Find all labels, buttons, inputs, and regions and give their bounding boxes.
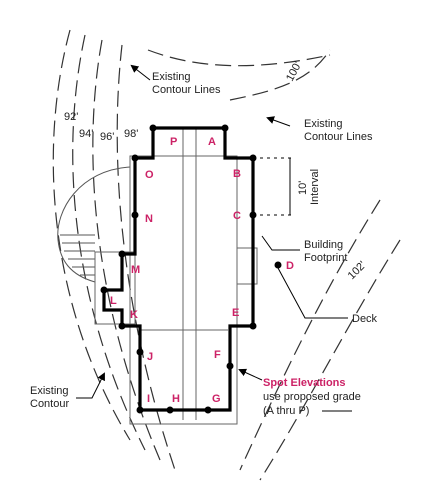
contour-top-arc xyxy=(147,49,331,67)
label-E: E xyxy=(232,307,239,319)
callout-existing-contour-bottom: Existing Contour xyxy=(30,372,105,410)
contour-right-arc xyxy=(239,199,381,471)
dot-O xyxy=(131,154,139,162)
dot-E xyxy=(249,322,257,330)
dot-H xyxy=(166,406,174,414)
elev-98: 98' xyxy=(124,128,138,140)
contour-98 xyxy=(116,44,176,471)
label-J: J xyxy=(147,351,153,363)
contour-lines-left xyxy=(52,29,176,471)
callout-deck: Deck xyxy=(277,267,378,325)
label-B: B xyxy=(233,168,241,180)
label-existing-top-2: Contour Lines xyxy=(152,84,221,96)
label-existing-bottom-1: Existing xyxy=(30,385,69,397)
callout-existing-contour-top: Existing Contour Lines xyxy=(130,64,221,96)
label-existing-right-2: Contour Lines xyxy=(304,131,373,143)
label-D: D xyxy=(286,260,294,272)
dot-I xyxy=(136,406,144,414)
dot-G xyxy=(204,406,212,414)
label-F: F xyxy=(214,349,221,361)
label-building-2: Footprint xyxy=(304,252,347,264)
patio-arc xyxy=(57,166,131,283)
elev-100: 100' xyxy=(284,60,304,84)
label-I: I xyxy=(147,393,150,405)
label-N: N xyxy=(145,213,153,225)
interval-dimension: 10' Interval xyxy=(253,157,321,216)
dot-J xyxy=(136,348,144,356)
contour-lines-right xyxy=(147,49,401,481)
dot-A xyxy=(221,124,229,132)
elev-102: 102' xyxy=(346,259,369,282)
spot-letters: A B C D E F G H I J K L M N O P xyxy=(110,136,294,405)
label-existing-top-1: Existing xyxy=(152,71,191,83)
label-H: H xyxy=(172,393,180,405)
spot-dots xyxy=(100,124,282,414)
label-M: M xyxy=(131,264,140,276)
dot-K xyxy=(118,322,126,330)
label-K: K xyxy=(130,309,138,321)
elev-92: 92' xyxy=(64,111,78,123)
label-building-1: Building xyxy=(304,239,343,251)
dot-F xyxy=(226,362,234,370)
dot-D xyxy=(274,261,282,269)
dot-N xyxy=(131,211,139,219)
elev-94: 94' xyxy=(79,128,93,140)
building-thin-lines xyxy=(94,128,258,425)
label-P: P xyxy=(170,136,177,148)
label-O: O xyxy=(145,169,154,181)
contour-94 xyxy=(72,34,146,451)
right-deck-outline xyxy=(236,247,258,285)
elev-96: 96' xyxy=(100,131,114,143)
label-L: L xyxy=(110,295,117,307)
dot-L xyxy=(100,286,108,294)
dot-P xyxy=(149,124,157,132)
interval-word: Interval xyxy=(309,169,321,205)
dot-M xyxy=(118,250,126,258)
left-deck-outline xyxy=(94,251,136,325)
label-spot-note-1: use proposed grade xyxy=(263,391,361,403)
label-existing-right-1: Existing xyxy=(304,118,343,130)
contour-102-lower xyxy=(259,239,401,481)
callout-spot-elevations: Spot Elevations use proposed grade (A th… xyxy=(238,368,361,417)
label-spot-elevations: Spot Elevations xyxy=(263,377,346,389)
label-existing-bottom-2: Contour xyxy=(30,398,69,410)
contour-96 xyxy=(92,39,161,461)
label-G: G xyxy=(212,393,221,405)
contour-100 xyxy=(229,49,331,101)
interval-value: 10' xyxy=(297,181,309,195)
building-footprint-outline xyxy=(102,126,255,412)
callout-existing-contour-right: Existing Contour Lines xyxy=(266,116,373,143)
label-deck: Deck xyxy=(352,313,378,325)
label-spot-note-2: (A thru P) xyxy=(263,405,309,417)
patio xyxy=(57,166,131,283)
label-A: A xyxy=(208,136,216,148)
callout-building-footprint: Building Footprint xyxy=(261,235,347,264)
label-C: C xyxy=(233,210,241,222)
